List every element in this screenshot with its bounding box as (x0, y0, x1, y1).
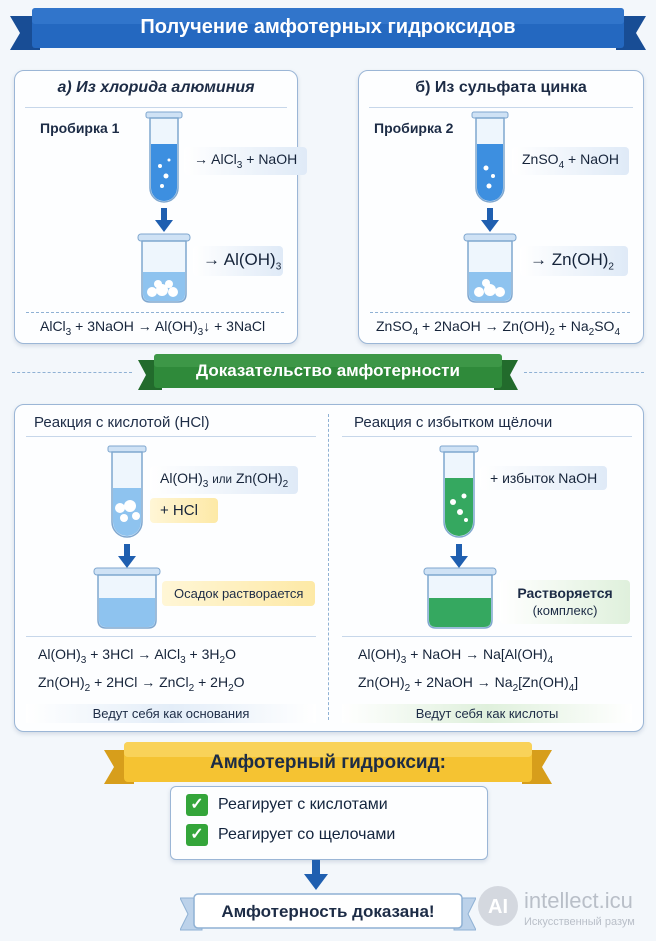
summary-panel (170, 786, 488, 860)
acid-hcl: + HCl (150, 498, 218, 523)
arrow-down-icon (155, 208, 173, 232)
panel-b-title: б) Из сульфата цинка (415, 79, 587, 96)
panel-b-equation: ZnSO4 + 2NaOH → Zn(OH)2 + Na2SO4 (376, 318, 621, 338)
test-tube-2-icon (471, 111, 509, 203)
arrow-down-icon (481, 208, 499, 232)
panel-a-title: а) Из хлорида алюминия (57, 79, 255, 96)
panel-a-product: → Al(OH)3 (193, 246, 283, 277)
acid-title: Реакция с кислотой (HCl) (34, 414, 210, 431)
acid-equation-2: Zn(OH)2 + 2HCl → ZnCl2 + 2H2O (38, 674, 245, 694)
page-title: Получение амфотерных гидроксидов (140, 16, 516, 38)
base-equation-1: Al(OH)3 + NaOH → Na[Al(OH)4 (358, 646, 554, 666)
arrow-down-icon (450, 544, 468, 568)
test-tube-base-icon (439, 445, 479, 538)
panel-b-reagents: ZnSO4 + NaOH (512, 147, 629, 175)
arrow-down-icon (118, 544, 136, 568)
panel-a-equation: AlCl3 + 3NaOH → Al(OH)3↓ + 3NaCl (40, 318, 266, 338)
base-equation-2: Zn(OH)2 + 2NaOH → Na2[Zn(OH)4] (358, 674, 579, 694)
acid-equation-1: Al(OH)3 + 3HCl → AlCl3 + 3H2O (38, 646, 236, 666)
beaker-precipitate-icon (137, 233, 191, 303)
summary-title: Амфотерный гидроксид: (210, 752, 446, 773)
panel-a-reagents: → AlCl3 + NaOH (184, 147, 308, 175)
panel-b-product: → Zn(OH)2 (520, 246, 628, 277)
final-ribbon (180, 893, 476, 931)
watermark-logo-icon: AI (478, 886, 518, 926)
test-tube-acid-icon (107, 445, 147, 538)
final-text: Амфотерность доказана! (221, 902, 435, 921)
summary-ribbon (104, 742, 552, 784)
beaker-dissolved-icon (93, 567, 161, 629)
base-title: Реакция с избытком щёлочи (354, 414, 553, 431)
check-icon: ✓ (186, 824, 208, 846)
acid-hydroxides: Al(OH)3 или Zn(OH)2 (150, 466, 299, 494)
acid-conclusion: Ведут себя как основания (26, 704, 316, 723)
check-icon: ✓ (186, 794, 208, 816)
base-result: Растворяется (комплекс) (500, 580, 630, 624)
acid-result: Осадок растворается (162, 581, 316, 606)
test-tube-1-icon (145, 111, 183, 203)
summary-item-1: Реагирует с кислотами (218, 796, 388, 813)
base-excess-naoh: + избыток NaOH (480, 466, 608, 490)
watermark-tagline: Искусственный разум (524, 916, 635, 928)
header-ribbon (10, 8, 646, 50)
panel-b-tube-label: Пробирка 2 (374, 120, 454, 136)
summary-item-2: Реагирует со щелочами (218, 826, 396, 843)
watermark-site: intellect.icu (524, 888, 633, 913)
proof-title: Доказательство амфотерности (196, 361, 460, 380)
beaker-precipitate-icon (463, 233, 517, 303)
svg-text:AI: AI (488, 896, 508, 918)
arrow-down-icon (304, 860, 328, 890)
beaker-complex-icon (423, 567, 497, 629)
proof-ribbon (138, 354, 518, 390)
base-conclusion: Ведут себя как кислоты (342, 704, 632, 723)
panel-a-tube-label: Пробирка 1 (40, 120, 120, 136)
